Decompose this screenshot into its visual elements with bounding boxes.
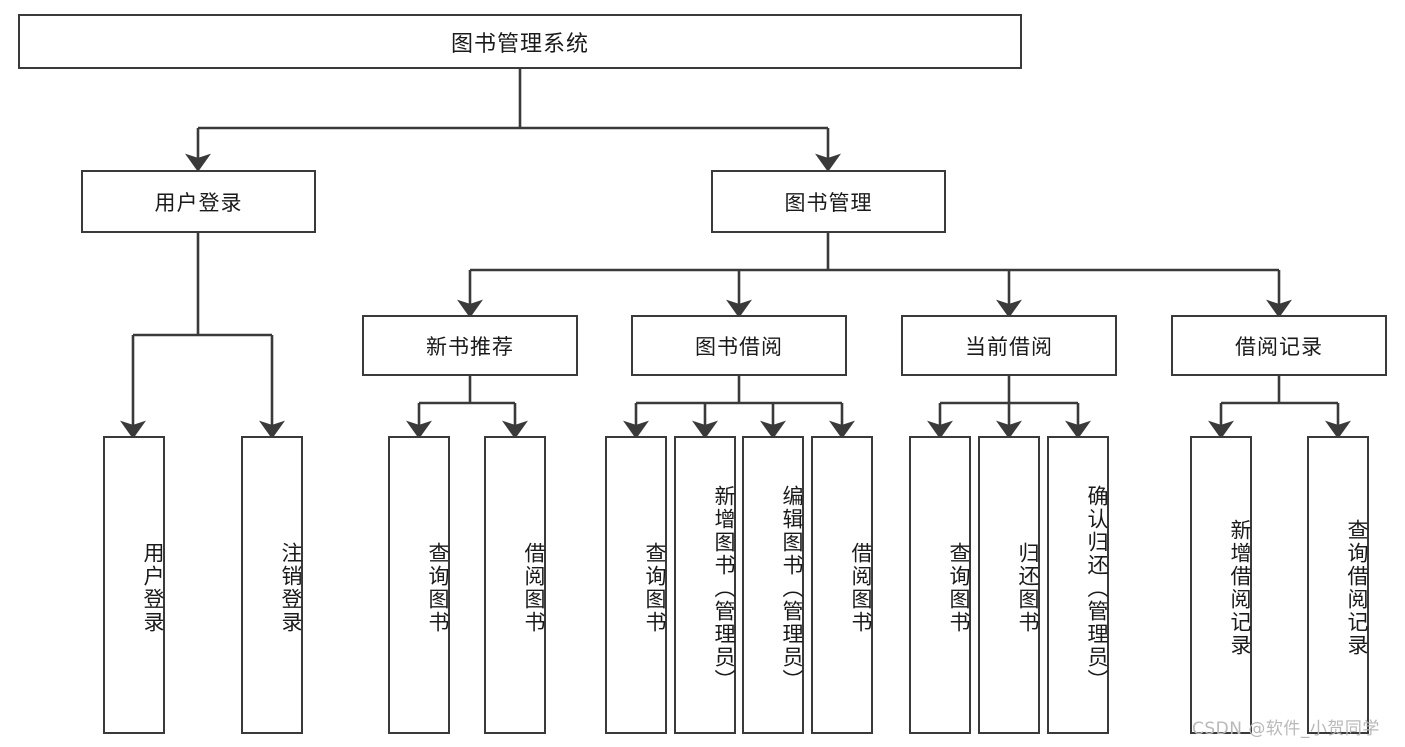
node-leaf-borrow-book-2[interactable]: 借阅图书: [811, 436, 873, 734]
node-book-borrow[interactable]: 图书借阅: [631, 315, 847, 376]
node-root-title[interactable]: 图书管理系统: [18, 14, 1022, 69]
node-leaf-add-borrow-record[interactable]: 新增借阅记录: [1190, 436, 1252, 734]
node-leaf-query-book-2[interactable]: 查询图书: [605, 436, 667, 734]
node-leaf-query-book-1[interactable]: 查询图书: [388, 436, 450, 734]
node-user-login[interactable]: 用户登录: [81, 170, 316, 233]
watermark-text: CSDN @软件_小贺同学: [1192, 719, 1380, 739]
node-leaf-query-book-3[interactable]: 查询图书: [909, 436, 971, 734]
node-book-manage[interactable]: 图书管理: [711, 170, 946, 233]
node-leaf-add-book-admin[interactable]: 新增图书（管理员）: [674, 436, 736, 734]
node-borrow-record[interactable]: 借阅记录: [1171, 315, 1387, 376]
node-leaf-confirm-return-admin[interactable]: 确认归还（管理员）: [1047, 436, 1109, 734]
node-leaf-user-login[interactable]: 用户登录: [103, 436, 165, 734]
node-leaf-return-book[interactable]: 归还图书: [978, 436, 1040, 734]
node-leaf-query-borrow-record[interactable]: 查询借阅记录: [1307, 436, 1369, 734]
node-leaf-borrow-book-1[interactable]: 借阅图书: [484, 436, 546, 734]
node-leaf-edit-book-admin[interactable]: 编辑图书（管理员）: [742, 436, 804, 734]
node-current-borrow[interactable]: 当前借阅: [901, 315, 1117, 376]
node-new-book-recommend[interactable]: 新书推荐: [362, 315, 578, 376]
node-leaf-logout-login[interactable]: 注销登录: [241, 436, 303, 734]
